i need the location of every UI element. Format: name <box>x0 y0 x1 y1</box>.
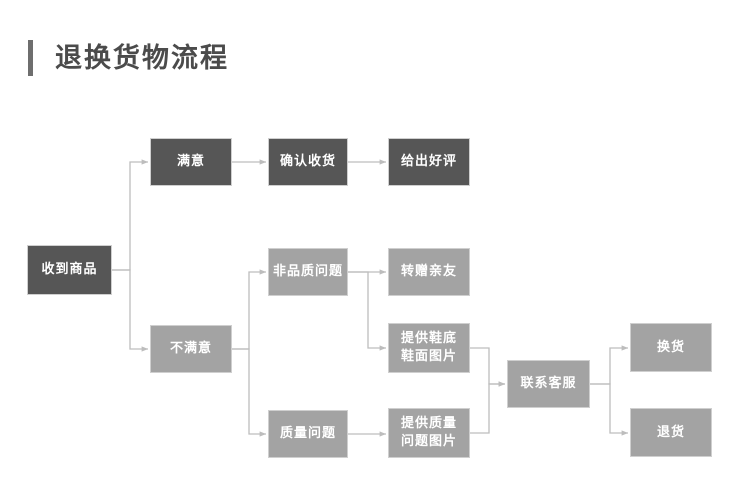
node-provide-shoe-photos-label-1: 提供鞋底 <box>400 331 457 347</box>
node-contact-support[interactable]: 联系客服 <box>507 360 590 408</box>
node-provide-shoe-photos-text: 提供鞋底 鞋面图片 <box>401 330 457 365</box>
title-accent-bar <box>28 40 33 76</box>
node-gift-to-friend[interactable]: 转赠亲友 <box>388 248 470 296</box>
edge-shoephotos-contact <box>470 347 506 387</box>
node-confirm-receipt[interactable]: 确认收货 <box>268 138 348 186</box>
node-satisfied[interactable]: 满意 <box>150 138 232 186</box>
node-provide-shoe-photos[interactable]: 提供鞋底 鞋面图片 <box>388 323 470 373</box>
edge-contact-return <box>590 383 629 436</box>
node-provide-shoe-photos-label-2: 鞋面图片 <box>400 349 457 364</box>
node-good-review[interactable]: 给出好评 <box>388 138 470 186</box>
node-return-goods-label: 退货 <box>656 424 685 440</box>
node-return-goods[interactable]: 退货 <box>630 408 712 457</box>
edge-unsatisfied-qualityissue <box>232 348 267 437</box>
node-satisfied-label: 满意 <box>176 154 205 170</box>
node-receive-label: 收到商品 <box>41 262 98 278</box>
page-title-text: 退换货物流程 <box>55 42 229 74</box>
node-confirm-receipt-label: 确认收货 <box>279 154 336 170</box>
node-provide-quality-photos-text: 提供质量 问题图片 <box>401 415 457 450</box>
node-contact-support-label: 联系客服 <box>520 376 577 392</box>
node-quality-issue-label: 质量问题 <box>279 426 336 442</box>
node-non-quality-issue[interactable]: 非品质问题 <box>268 248 348 296</box>
node-receive[interactable]: 收到商品 <box>27 245 112 295</box>
node-unsatisfied-label: 不满意 <box>169 341 212 357</box>
node-exchange-goods-label: 换货 <box>656 339 685 355</box>
page-title: 退换货物流程 <box>28 38 229 78</box>
edge-nonquality-shoephotos <box>348 271 387 351</box>
node-gift-to-friend-label: 转赠亲友 <box>400 264 457 280</box>
node-provide-quality-photos[interactable]: 提供质量 问题图片 <box>388 408 470 458</box>
node-provide-quality-photos-label-1: 提供质量 <box>400 416 457 432</box>
edge-receive-unsatisfied <box>112 269 149 352</box>
node-good-review-label: 给出好评 <box>400 154 457 170</box>
edge-unsatisfied-nonquality <box>232 269 267 350</box>
node-unsatisfied[interactable]: 不满意 <box>150 325 232 373</box>
node-exchange-goods[interactable]: 换货 <box>630 323 712 372</box>
node-quality-issue[interactable]: 质量问题 <box>268 410 348 458</box>
node-non-quality-issue-label: 非品质问题 <box>272 264 343 280</box>
edge-qualityphotos-contact <box>470 381 506 434</box>
edge-contact-exchange <box>590 345 629 385</box>
node-provide-quality-photos-label-2: 问题图片 <box>400 434 457 449</box>
edge-receive-satisfied <box>112 159 149 271</box>
